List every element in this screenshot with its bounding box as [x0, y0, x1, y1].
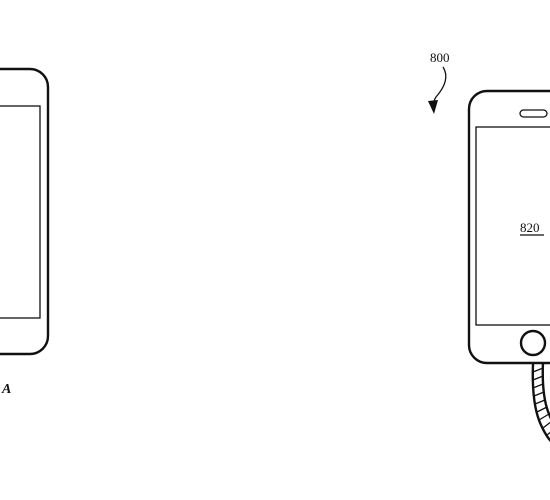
screen-label-820: 820 — [520, 220, 540, 235]
reference-numeral-800: 800 — [430, 50, 450, 65]
left-device-screen — [0, 105, 41, 319]
right-device-screen — [475, 126, 550, 326]
left-device: A — [0, 67, 50, 397]
arrow-head — [428, 100, 438, 114]
left-device-body — [0, 67, 50, 356]
left-figure-caption: A — [1, 382, 11, 397]
home-button — [519, 329, 547, 357]
cable — [531, 361, 550, 442]
right-device: 800 820 — [428, 50, 550, 442]
right-device-body — [467, 89, 550, 365]
speaker-slot — [519, 109, 548, 118]
